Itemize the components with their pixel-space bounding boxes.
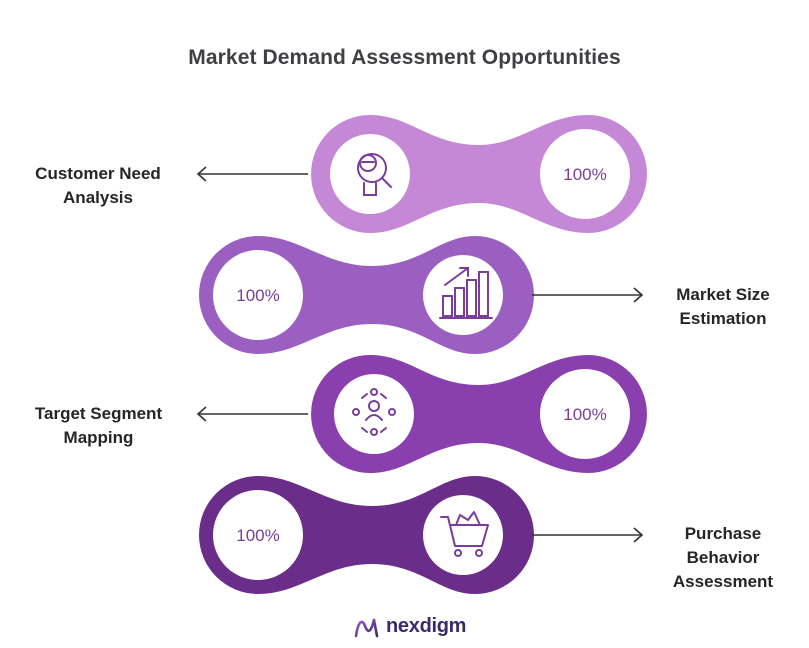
label-customer-need: Customer Need Analysis xyxy=(35,164,161,207)
value-circle xyxy=(213,490,303,580)
brand-name: nexdigm xyxy=(386,615,467,637)
arrow-left xyxy=(196,166,308,182)
growth-chart-icon xyxy=(439,267,493,319)
shopping-cart-icon xyxy=(440,511,489,557)
icon-circle xyxy=(423,495,503,575)
icon-circle xyxy=(330,134,410,214)
arrow-left xyxy=(196,406,308,422)
value-text: 100% xyxy=(563,165,606,184)
label-market-size: Market Size Estimation xyxy=(676,285,770,328)
value-circle xyxy=(213,250,303,340)
label-purchase-behavior: Purchase Behavior Assessment xyxy=(672,524,774,591)
segment-network-icon xyxy=(352,388,396,436)
brand-logo: nexdigm xyxy=(352,612,472,642)
arrow-right xyxy=(532,287,644,303)
value-text: 100% xyxy=(236,526,279,545)
diagram-title: Market Demand Assessment Opportunities xyxy=(188,46,621,69)
value-circle xyxy=(540,129,630,219)
value-circle xyxy=(540,369,630,459)
row-customer-need: 100% xyxy=(196,115,647,233)
arrow-right xyxy=(532,527,644,543)
nexdigm-logo-icon xyxy=(354,618,379,638)
customer-search-icon xyxy=(357,153,392,196)
label-target-segment: Target Segment Mapping xyxy=(34,404,163,447)
value-text: 100% xyxy=(563,405,606,424)
row-market-size: 100% xyxy=(199,236,644,354)
row-target-segment: 100% xyxy=(196,355,647,473)
row-purchase-behavior: 100% xyxy=(199,476,644,594)
value-text: 100% xyxy=(236,286,279,305)
